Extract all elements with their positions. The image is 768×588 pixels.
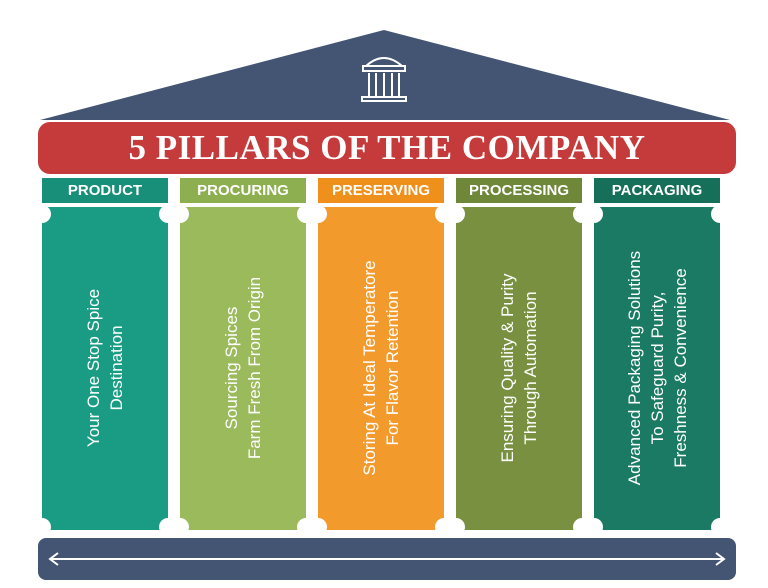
pillar-cap: PRODUCT <box>42 178 168 203</box>
pillar-description: Sourcing Spices Farm Fresh From Origin <box>222 276 264 460</box>
pillar-processing: PROCESSING Ensuring Quality & Purity Thr… <box>447 178 591 536</box>
pillar-scallop <box>309 205 327 223</box>
pillar-cap: PACKAGING <box>594 178 720 203</box>
pillar-shaft <box>318 207 444 530</box>
pillar-scallop <box>711 518 729 536</box>
pillar-scallop <box>447 205 465 223</box>
pillar-label: PRESERVING <box>331 182 431 199</box>
pillar-cap: PRESERVING <box>318 178 444 203</box>
pillar-scallop <box>585 205 603 223</box>
title-banner: 5 PILLARS OF THE COMPANY <box>38 122 736 174</box>
pillar-scallop <box>447 518 465 536</box>
pillar-description: Storing At Ideal Temperatore For Flavor … <box>360 260 402 476</box>
roof <box>40 30 730 120</box>
building-columns-icon <box>361 57 407 102</box>
page-title: 5 PILLARS OF THE COMPANY <box>128 128 646 167</box>
pillar-shaft <box>180 207 306 530</box>
pillar-description: Your One Stop Spice Destination <box>84 288 126 448</box>
pillar-procuring: PROCURING Sourcing Spices Farm Fresh Fro… <box>171 178 315 536</box>
pillar-scallop <box>711 205 729 223</box>
pillar-label: PRODUCT <box>67 182 143 199</box>
pillar-description: Ensuring Quality & Purity Through Automa… <box>498 273 540 463</box>
pillar-scallop <box>585 518 603 536</box>
pillar-packaging: PACKAGING Advanced Packaging Solutions T… <box>585 178 729 536</box>
pillar-label: PACKAGING <box>611 182 703 199</box>
pillar-scallop <box>33 205 51 223</box>
pillar-cap: PROCESSING <box>456 178 582 203</box>
pillar-shaft <box>42 207 168 530</box>
pillar-scallop <box>171 518 189 536</box>
pillar-preserving: PRESERVING Storing At Ideal Temperatore … <box>309 178 453 536</box>
pillar-cap: PROCURING <box>180 178 306 203</box>
pillar-product: PRODUCT Your One Stop Spice Destination <box>33 178 177 536</box>
pillar-shaft <box>456 207 582 530</box>
pillar-shaft <box>594 207 720 530</box>
base-platform <box>38 538 736 580</box>
pillar-scallop <box>309 518 327 536</box>
pillar-label: PROCESSING <box>468 182 570 199</box>
pillar-label: PROCURING <box>197 182 289 199</box>
pillar-description: Advanced Packaging Solutions To Safeguar… <box>624 250 690 486</box>
pillar-scallop <box>171 205 189 223</box>
double-arrow-icon <box>48 552 726 566</box>
pillar-scallop <box>33 518 51 536</box>
